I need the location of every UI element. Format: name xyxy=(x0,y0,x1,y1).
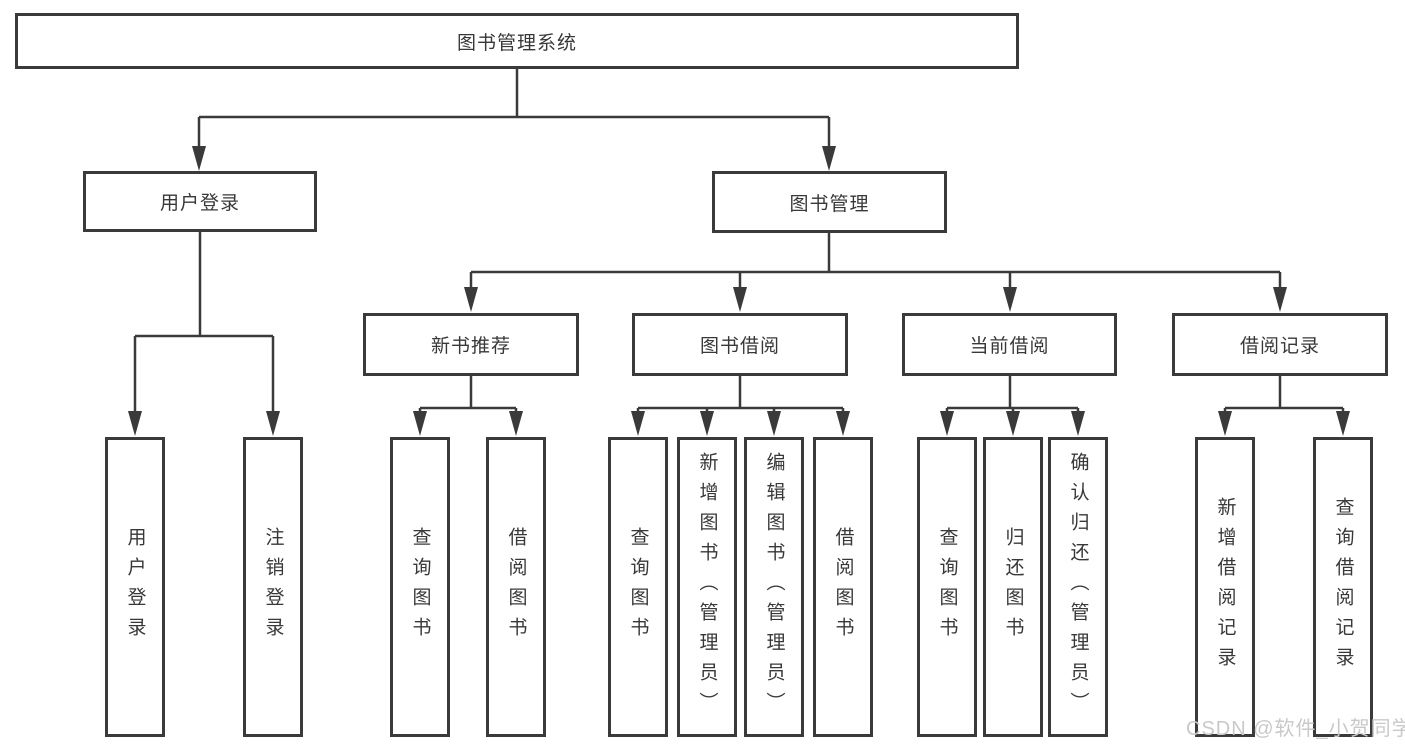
leaf-borrowing-query-books: 查询图书 xyxy=(608,437,668,737)
leaf-return-books-label: 归还图书 xyxy=(1002,527,1024,647)
leaf-recommend-borrow-books: 借阅图书 xyxy=(486,437,546,737)
node-borrow-records: 借阅记录 xyxy=(1172,313,1388,376)
leaf-current-query-books-label: 查询图书 xyxy=(936,527,958,647)
leaf-recommend-query-books-label: 查询图书 xyxy=(409,527,431,647)
leaf-return-books: 归还图书 xyxy=(983,437,1043,737)
leaf-query-borrow-record: 查询借阅记录 xyxy=(1313,437,1373,737)
leaf-confirm-return-admin-label: 确认归还（管理员） xyxy=(1067,452,1089,722)
leaf-borrowing-borrow-books-label: 借阅图书 xyxy=(832,527,854,647)
node-book-borrowing-label: 图书借阅 xyxy=(699,336,780,357)
leaf-edit-books-admin-label: 编辑图书（管理员） xyxy=(763,452,785,722)
leaf-add-books-admin: 新增图书（管理员） xyxy=(677,437,737,737)
leaf-add-books-admin-label: 新增图书（管理员） xyxy=(696,452,718,722)
node-borrow-records-label: 借阅记录 xyxy=(1239,336,1320,357)
leaf-logout-label: 注销登录 xyxy=(262,527,284,647)
node-new-book-recommend-label: 新书推荐 xyxy=(430,336,511,357)
leaf-logout: 注销登录 xyxy=(243,437,303,737)
leaf-user-login-label: 用户登录 xyxy=(124,527,146,647)
leaf-recommend-borrow-books-label: 借阅图书 xyxy=(505,527,527,647)
node-current-borrowing: 当前借阅 xyxy=(902,313,1117,376)
node-root-system: 图书管理系统 xyxy=(15,13,1019,69)
leaf-current-query-books: 查询图书 xyxy=(917,437,977,737)
leaf-borrowing-query-books-label: 查询图书 xyxy=(627,527,649,647)
node-book-management-label: 图书管理 xyxy=(789,193,870,215)
node-user-login-label: 用户登录 xyxy=(159,193,240,214)
node-new-book-recommend: 新书推荐 xyxy=(363,313,579,376)
node-book-borrowing: 图书借阅 xyxy=(632,313,848,376)
node-book-management: 图书管理 xyxy=(712,171,947,233)
leaf-add-borrow-record-label: 新增借阅记录 xyxy=(1214,497,1236,677)
leaf-confirm-return-admin: 确认归还（管理员） xyxy=(1048,437,1108,737)
node-current-borrowing-label: 当前借阅 xyxy=(969,336,1050,357)
node-root-label: 图书管理系统 xyxy=(456,32,577,54)
watermark: CSDN @软件_小贺同学 xyxy=(1186,718,1405,740)
leaf-query-borrow-record-label: 查询借阅记录 xyxy=(1332,497,1354,677)
leaf-borrowing-borrow-books: 借阅图书 xyxy=(813,437,873,737)
leaf-user-login: 用户登录 xyxy=(105,437,165,737)
node-user-login: 用户登录 xyxy=(83,171,317,232)
leaf-edit-books-admin: 编辑图书（管理员） xyxy=(744,437,804,737)
leaf-recommend-query-books: 查询图书 xyxy=(390,437,450,737)
leaf-add-borrow-record: 新增借阅记录 xyxy=(1195,437,1255,737)
